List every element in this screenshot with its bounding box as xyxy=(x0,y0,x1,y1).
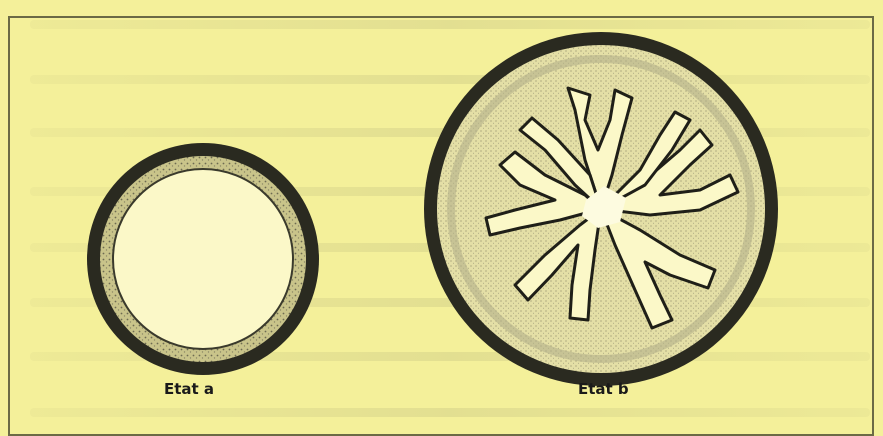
state-a-label: Etat a xyxy=(164,380,214,398)
state-a-ring xyxy=(87,143,319,375)
state-b-label: Etat b xyxy=(578,380,629,398)
